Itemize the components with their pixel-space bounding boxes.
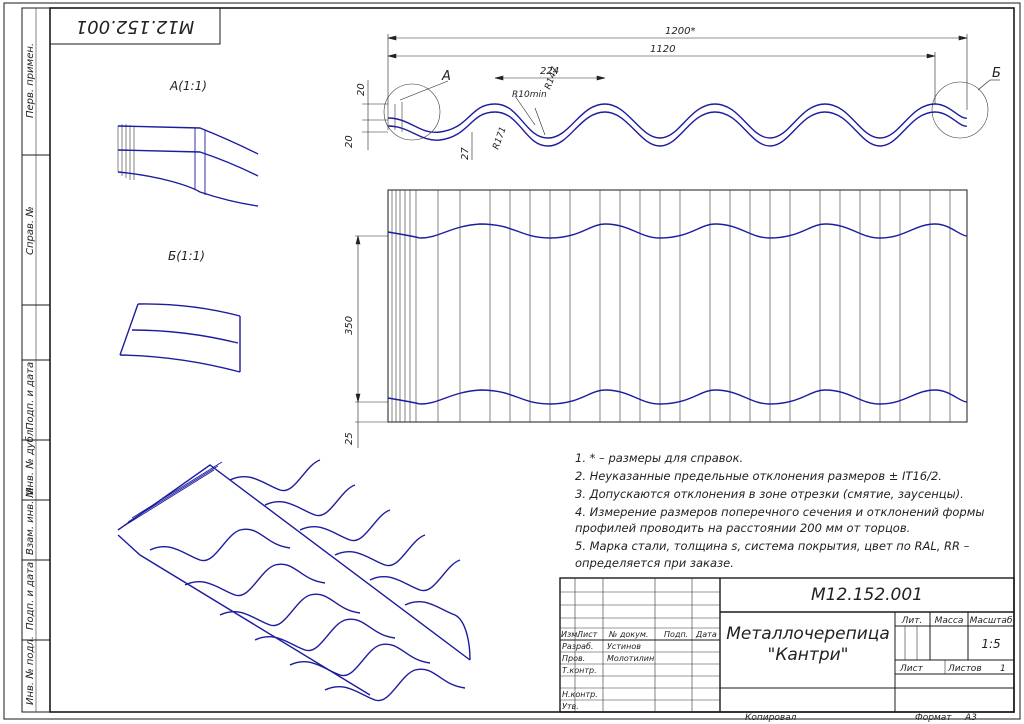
title-row-nkontr: Н.контр. xyxy=(562,690,598,699)
left-stamp xyxy=(21,7,51,713)
dim-wave-step: 224 xyxy=(540,66,559,77)
title-col-podp: Подп. xyxy=(664,630,688,639)
title-col-izm: Изм. xyxy=(561,630,580,639)
title-doc-code: M12.152.001 xyxy=(811,585,923,605)
title-col-doc: № докум. xyxy=(608,630,648,639)
dim-r-min: R10min xyxy=(512,90,547,100)
side-label-inv-dubl: Инв. № дубл. xyxy=(24,427,36,495)
outer-frame xyxy=(3,2,1021,720)
dim-25: 25 xyxy=(344,432,355,445)
dim-r-bottom: R171 xyxy=(491,126,508,151)
title-scale-value: 1:5 xyxy=(981,637,1000,651)
callout-a: A xyxy=(441,69,451,84)
side-label-podp-data-2: Подп. и дата xyxy=(25,562,36,630)
title-row-prov-name: Молотилин xyxy=(607,654,654,663)
title-masshtab: Масштаб xyxy=(970,616,1013,626)
side-label-vzam-inv: Взам. инв. № xyxy=(25,487,36,555)
dim-working-width: 1120 xyxy=(650,44,675,55)
title-row-prov: Пров. xyxy=(562,654,585,663)
side-label-inv-podl: Инв. № подл. xyxy=(25,636,36,705)
code-stamp-text: M12.152.001 xyxy=(76,16,195,37)
side-label-sprav-no: Справ. № xyxy=(25,206,36,255)
title-col-list: Лист xyxy=(576,630,598,639)
title-col-data: Дата xyxy=(695,630,717,639)
note-5: 5. Марка стали, толщина s, система покры… xyxy=(575,539,970,553)
title-listov: Листов xyxy=(947,664,982,674)
dim-27: 27 xyxy=(460,147,471,160)
title-list: Лист xyxy=(899,664,924,674)
plan-view xyxy=(355,189,968,448)
inner-frame xyxy=(49,7,1015,713)
note-5b: определяется при заказе. xyxy=(575,556,734,570)
view-b-label: Б(1:1) xyxy=(168,249,205,263)
note-2: 2. Неуказанные предельные отклонения раз… xyxy=(575,469,942,483)
note-1: 1. * – размеры для справок. xyxy=(575,451,743,465)
detail-b-drawing xyxy=(119,303,241,373)
title-listov-value: 1 xyxy=(1000,664,1006,674)
dim-20-a: 20 xyxy=(356,83,367,96)
title-format: Формат xyxy=(915,713,952,723)
title-row-tkontr: Т.контр. xyxy=(562,666,597,675)
dim-20-b: 20 xyxy=(344,135,355,148)
note-3: 3. Допускаются отклонения в зоне отрезки… xyxy=(575,487,964,501)
profile-section xyxy=(362,34,1000,160)
title-block-frame xyxy=(559,577,1015,713)
side-label-perv-primen: Перв. примен. xyxy=(25,43,36,118)
detail-a-drawing xyxy=(117,124,259,207)
title-format-value: A3 xyxy=(964,713,977,723)
view-a-label: A(1:1) xyxy=(169,79,207,93)
code-stamp-box xyxy=(49,7,221,45)
title-row-razrab-name: Устинов xyxy=(607,642,641,651)
title-massa: Масса xyxy=(935,616,964,626)
side-label-podp-data-1: Подп. и дата xyxy=(25,362,36,430)
title-lit: Лит. xyxy=(901,616,923,626)
title-row-utv: Утв. xyxy=(562,702,579,711)
note-4: 4. Измерение размеров поперечного сечени… xyxy=(575,505,984,519)
callout-b: Б xyxy=(992,66,1001,81)
title-name-line1: Металлочерепица xyxy=(726,624,889,644)
dim-350: 350 xyxy=(344,316,355,335)
title-name-line2: "Кантри" xyxy=(768,645,849,665)
title-row-razrab: Разраб. xyxy=(562,642,593,651)
note-4b: профилей проводить на расстоянии 200 мм … xyxy=(575,521,910,535)
dim-total-width: 1200* xyxy=(665,26,695,37)
isometric-view xyxy=(117,459,471,702)
title-kopiroval: Копировал xyxy=(745,713,797,723)
